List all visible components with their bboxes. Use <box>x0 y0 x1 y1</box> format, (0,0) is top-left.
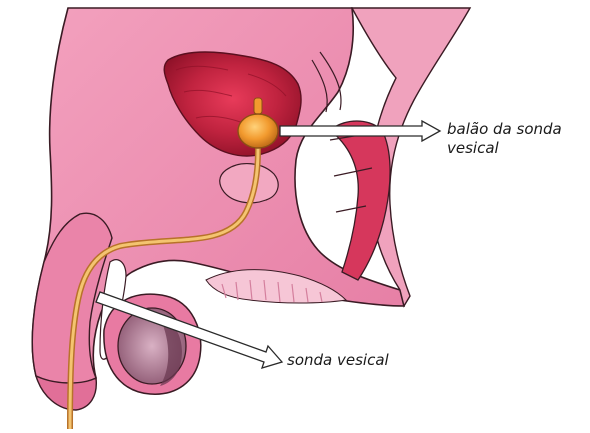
catheter-balloon <box>238 114 278 148</box>
balloon-label-line2: vesical <box>447 139 562 158</box>
balloon-label: balão da sonda vesical <box>447 120 562 158</box>
catheter-tip <box>254 98 262 114</box>
balloon-label-line1: balão da sonda <box>447 120 562 139</box>
catheter-label: sonda vesical <box>287 351 389 370</box>
rectum <box>330 121 390 280</box>
